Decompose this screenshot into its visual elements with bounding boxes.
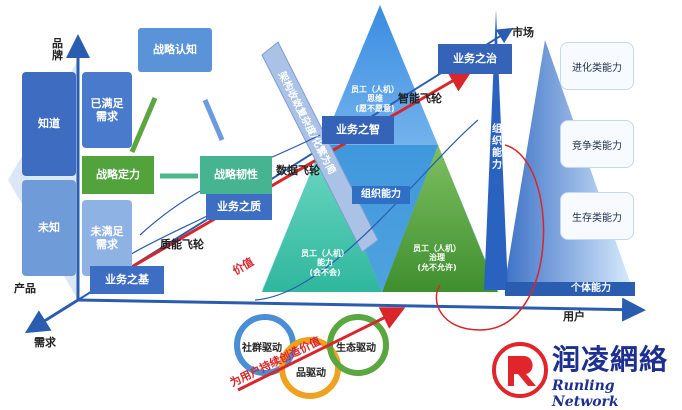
user-axis-label: 用户 <box>563 310 585 323</box>
business-quality-box: 业务之质 <box>206 194 272 220</box>
market-axis-label: 市场 <box>512 26 534 39</box>
value-arrow <box>129 68 474 270</box>
evolution-capability-card: 进化类能力 <box>560 42 634 90</box>
value-creation-arrow <box>237 307 406 392</box>
quality-flywheel-label: 质能飞轮 <box>160 238 204 251</box>
business-wisdom-box: 业务之智 <box>322 116 394 144</box>
community-driven-label: 社群驱动 <box>242 343 282 354</box>
capability-label: 员工（人机） 能力 (会不会) <box>301 248 349 277</box>
teal-capability-triangle <box>262 145 382 292</box>
competition-capability-card: 竞争类能力 <box>560 120 634 168</box>
business-foundation-box: 业务之基 <box>90 266 164 294</box>
data-flywheel-label: 数据飞轮 <box>276 164 320 177</box>
brand-axis-label: 品 牌 <box>52 37 63 63</box>
unsatisfied-demand-box: 未满足 需求 <box>82 200 132 276</box>
individual-capability-bar <box>505 282 635 296</box>
demand-axis <box>24 298 79 334</box>
flow-curve-wisdom <box>254 119 479 301</box>
org-capability-label: 组 织 能 力 <box>492 124 502 171</box>
thinking-label: 员工（人机） 思维 (愿不愿意) <box>351 84 399 113</box>
known-box: 知道 <box>22 72 76 176</box>
org-ability-inverted-triangle <box>322 145 438 292</box>
logo-en-text: Runling Network <box>552 378 619 410</box>
strategy-toughness-box: 战略韧性 <box>200 156 272 194</box>
smart-flywheel-label: 智能飞轮 <box>398 92 442 105</box>
org-capability-spike <box>484 10 508 290</box>
product-axis-label: 产品 <box>14 282 36 295</box>
product-driven-label: 品驱动 <box>296 368 326 379</box>
strategy-positioning-box: 战略定力 <box>82 156 154 194</box>
individual-capability-label: 个体能力 <box>571 283 611 294</box>
strategy-cognition-box: 战略认知 <box>138 28 212 72</box>
unknown-box: 未知 <box>22 180 76 276</box>
user-axis <box>77 297 646 322</box>
satisfied-demand-box: 已满足 需求 <box>82 72 132 148</box>
demand-axis-label: 需求 <box>34 336 56 349</box>
logo-cn-text: 润凌網絡 <box>552 343 669 376</box>
governance-label: 员工（人机） 治理 (允不允许) <box>413 243 461 272</box>
logo-mark-icon <box>492 342 548 398</box>
survival-capability-card: 生存类能力 <box>560 192 634 240</box>
org-ability-box: 组织能力 <box>352 186 410 204</box>
strategy-arrow-cognition-toughness <box>202 99 225 141</box>
runling-logo: 润凌網絡 Runling Network <box>492 338 678 410</box>
ecology-driven-label: 生态驱动 <box>336 343 376 354</box>
simplify-banner <box>261 41 379 253</box>
green-governance-triangle <box>382 145 498 292</box>
strategy-arrow-cognition-positioning <box>129 97 158 153</box>
flow-curve-red-loop <box>435 144 545 331</box>
business-governance-box: 业务之治 <box>438 44 512 74</box>
